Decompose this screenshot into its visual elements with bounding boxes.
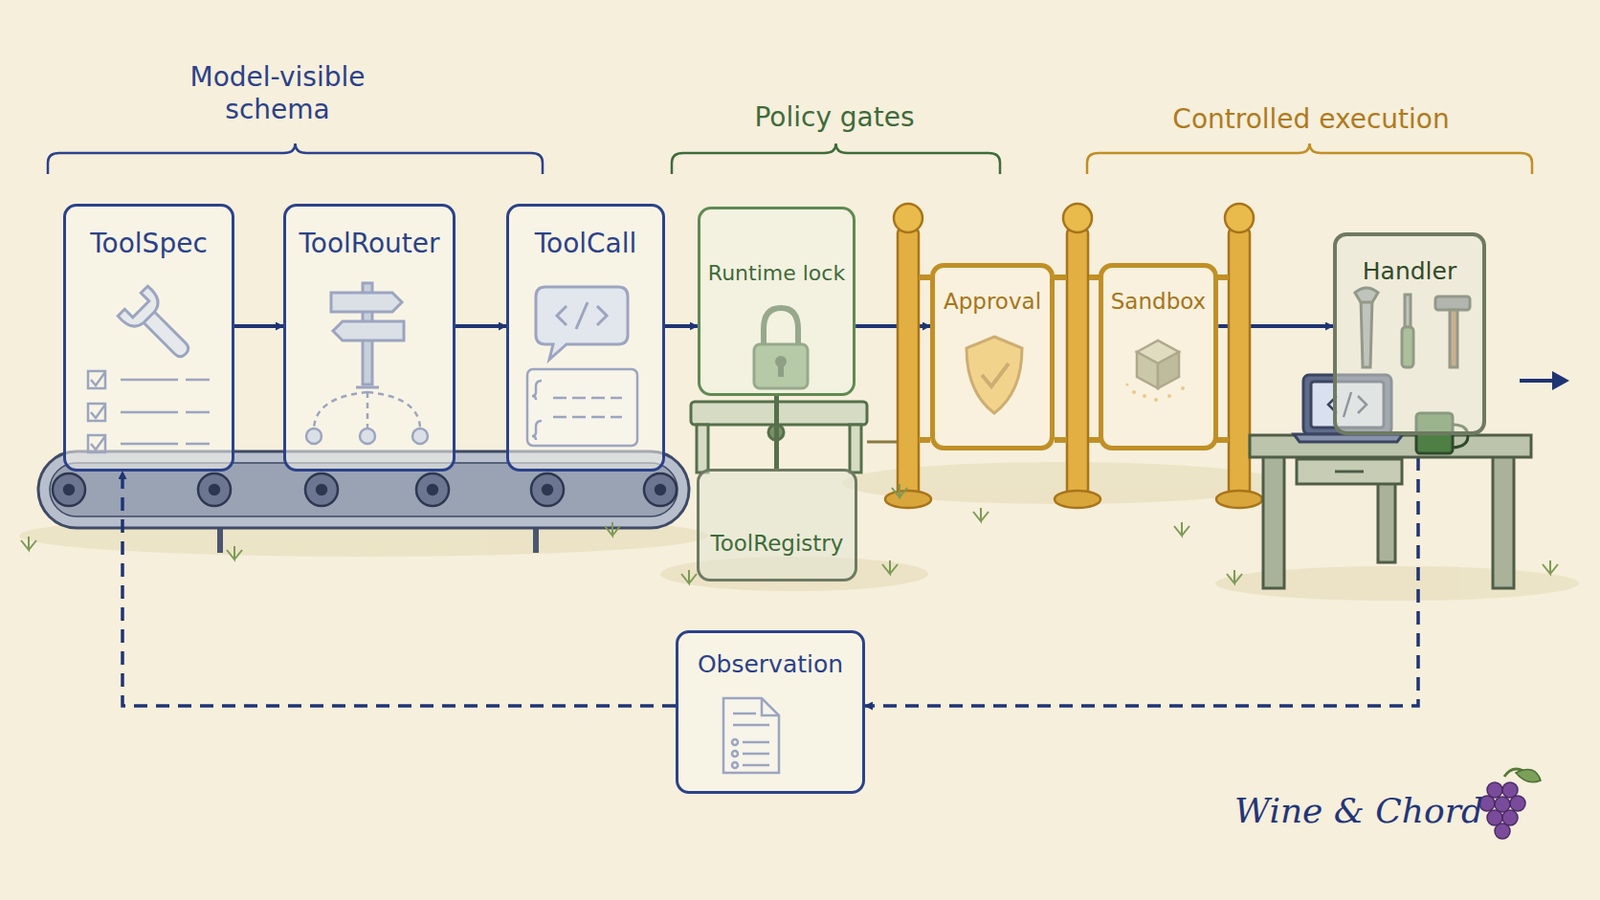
flow-arrow (665, 324, 698, 329)
process-box: ToolRegistry (696, 468, 858, 582)
post-base (1216, 490, 1263, 509)
node-label: ToolSpec (89, 227, 208, 260)
grass-tuft (1174, 522, 1190, 536)
node-label: ToolCall (534, 227, 638, 260)
node-label: Approval (943, 288, 1042, 314)
node-label: Observation (697, 650, 844, 679)
post-knob (1224, 203, 1254, 233)
group-heading: Policy gates (710, 101, 959, 134)
process-box: ToolCall (506, 203, 666, 472)
post-base (885, 490, 932, 509)
lever-rod (774, 396, 779, 469)
roller-hub (316, 485, 327, 495)
node-label: ToolRegistry (711, 531, 845, 556)
roller-hub (655, 485, 666, 495)
process-box: Sandbox (1098, 263, 1219, 451)
gate-posts (885, 203, 1263, 509)
post-knob (893, 203, 923, 233)
roller-hub (64, 485, 74, 495)
roller-hub (209, 485, 220, 495)
node-label: Handler (1362, 257, 1457, 286)
node-label: ToolRouter (298, 227, 440, 260)
flow-arrow (234, 324, 284, 329)
group-heading: Model-visible schema (162, 61, 393, 126)
roller (305, 473, 338, 507)
process-box: Handler (1333, 232, 1487, 436)
grass-tuft (604, 522, 621, 536)
process-box: Runtime lock (697, 206, 856, 397)
group-braces (47, 143, 1533, 175)
roller-hub (542, 485, 553, 495)
grass-tuft (882, 560, 898, 575)
group-heading: Controlled execution (1129, 103, 1493, 136)
flow-arrow (865, 435, 1419, 707)
process-box: ToolRouter (283, 203, 456, 472)
grass-tuft (681, 570, 697, 584)
grass-tuft (891, 484, 908, 498)
grass-tuft (1226, 570, 1243, 584)
roller (416, 473, 449, 507)
roller (198, 473, 231, 507)
gate-post (897, 227, 919, 496)
grapes-logo (1479, 769, 1541, 840)
post-knob (1063, 203, 1092, 233)
group-brace (671, 143, 1000, 175)
group-brace (1087, 143, 1533, 175)
exit-arrow (1519, 371, 1570, 391)
gate-post (1066, 227, 1089, 496)
node-label: Sandbox (1111, 288, 1206, 314)
flow-arrow (455, 324, 507, 329)
process-box: Observation (675, 630, 866, 795)
work-table (1249, 435, 1532, 589)
process-box: ToolSpec (63, 203, 235, 472)
post-base (1054, 490, 1101, 509)
grass-tuft (973, 508, 989, 522)
node-label: Runtime lock (708, 261, 845, 286)
group-brace (47, 143, 543, 175)
lock-frame (690, 401, 900, 473)
process-box: Approval (930, 263, 1055, 451)
grass-tuft (226, 546, 243, 560)
grass-tuft (21, 536, 37, 551)
roller (644, 473, 677, 507)
roller-hub (427, 485, 438, 495)
roller (52, 473, 86, 507)
flow-arrow (122, 471, 676, 707)
grass-tuft (1542, 560, 1558, 575)
gate-post (1228, 227, 1250, 496)
roller (531, 473, 564, 507)
watermark: Wine & Chord (1229, 790, 1489, 832)
